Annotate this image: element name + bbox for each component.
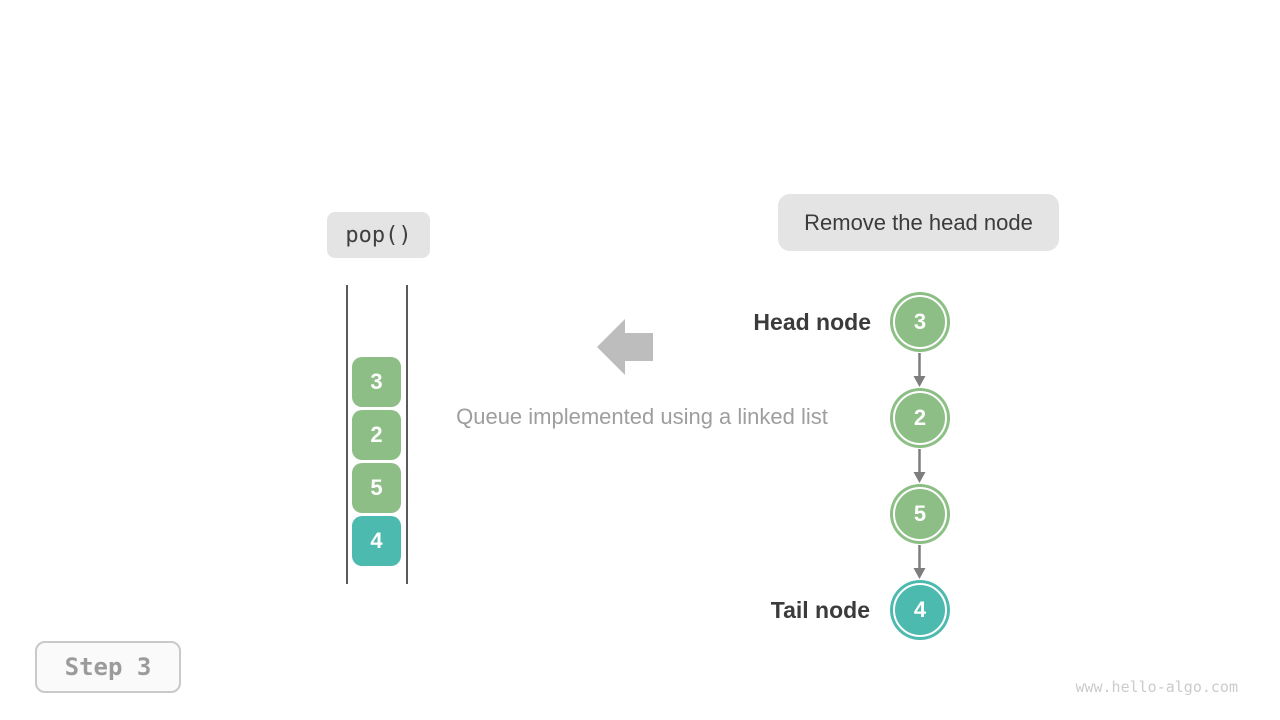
queue-item: 4 <box>352 516 401 566</box>
node-value: 5 <box>913 501 927 526</box>
linked-list-node: 3 <box>890 292 950 352</box>
queue-item: 5 <box>352 463 401 513</box>
queue-item: 3 <box>352 357 401 407</box>
head-node-label: Head node <box>753 309 871 335</box>
queue-item: 2 <box>352 410 401 460</box>
linked-list-node: 4 <box>890 580 950 640</box>
linked-list-node: 2 <box>890 388 950 448</box>
down-arrow-icon <box>913 449 926 483</box>
queue-wall-left <box>346 285 348 584</box>
node-value: 3 <box>913 309 927 334</box>
down-arrow-icon <box>913 353 926 387</box>
connector-arrowhead <box>913 376 926 387</box>
diagram-caption: Queue implemented using a linked list <box>456 404 828 429</box>
step-badge: Step 3 <box>35 641 181 693</box>
linked-list-node: 5 <box>890 484 950 544</box>
down-arrow-icon <box>913 545 926 579</box>
connector-arrowhead <box>913 568 926 579</box>
watermark: www.hello-algo.com <box>1075 678 1238 696</box>
node-value: 4 <box>913 597 927 622</box>
connector-arrowhead <box>913 472 926 483</box>
queue-wall-right <box>406 285 408 584</box>
remove-head-node-annotation: Remove the head node <box>778 194 1059 251</box>
pop-operation-label: pop() <box>327 212 430 258</box>
left-arrow-icon <box>597 319 653 375</box>
left-arrow-shape <box>597 319 653 375</box>
node-value: 2 <box>913 405 927 430</box>
tail-node-label: Tail node <box>770 597 870 623</box>
